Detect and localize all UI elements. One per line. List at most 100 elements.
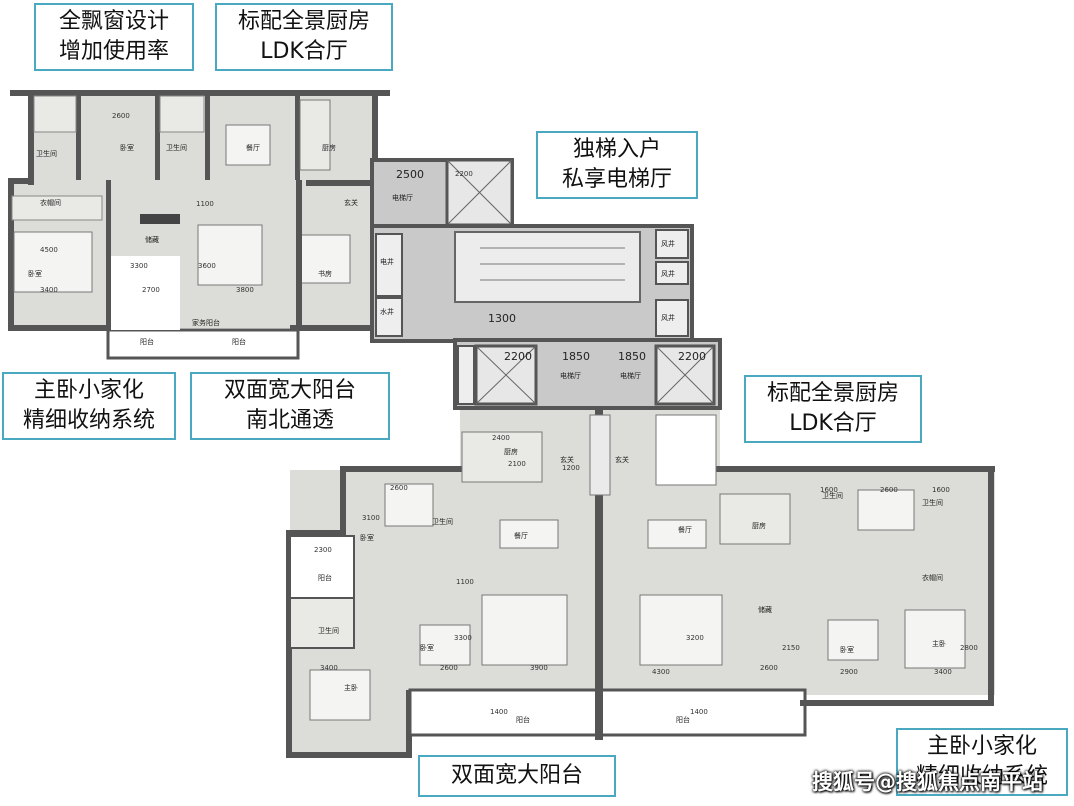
dimension-label: 1400 (490, 708, 508, 716)
room-label: 阳台 (232, 337, 246, 346)
dimension-label: 3800 (236, 286, 254, 294)
dimension-label: 2900 (840, 668, 858, 676)
room-label: 电梯厅 (392, 193, 413, 202)
room-label: 风井 (661, 239, 675, 248)
room-label: 餐厅 (514, 531, 528, 540)
room-label: 卧室 (840, 645, 854, 654)
room-label: 卫生间 (166, 143, 187, 152)
room-label: 主卧 (932, 639, 946, 648)
room-label: 衣帽间 (922, 573, 943, 582)
callout-line: 私享电梯厅 (561, 167, 672, 192)
dimension-label: 2800 (960, 644, 978, 652)
watermark: 搜狐号@搜狐焦点南平站 (812, 770, 1043, 794)
callout-line: 独梯入户 (572, 137, 661, 162)
dimension-label: 1850 (562, 350, 590, 363)
callout-bay-window: 全飘窗设计 增加使用率 (34, 3, 194, 71)
room-labels: 卫生间 卧室 卫生间 餐厅 厨房 衣帽间 储藏 卧室 书房 玄关 电井 水井 电… (28, 143, 946, 724)
room-label: 阳台 (318, 573, 332, 582)
dimension-label: 3100 (362, 514, 380, 522)
dimension-label: 2600 (760, 664, 778, 672)
room-label: 厨房 (322, 143, 336, 152)
room-label: 风井 (661, 313, 675, 322)
room-label: 电井 (380, 257, 394, 266)
dimension-label: 1300 (488, 312, 516, 325)
callout-master-left: 主卧小家化 精细收纳系统 (2, 372, 176, 440)
dimension-label: 2200 (504, 350, 532, 363)
room-label: 卧室 (420, 643, 434, 652)
callout-balcony-bottom: 双面宽大阳台 (418, 755, 616, 797)
dimension-label: 1850 (618, 350, 646, 363)
callout-private-lift: 独梯入户 私享电梯厅 (536, 131, 698, 199)
room-label: 水井 (380, 307, 394, 316)
dimension-label: 3300 (130, 262, 148, 270)
dimension-label: 2600 (440, 664, 458, 672)
room-label: 卫生间 (822, 491, 843, 500)
callout-line: 精细收纳系统 (22, 408, 155, 433)
callout-line: 增加使用率 (58, 39, 169, 64)
dimensions: 2600 2500 2200 1100 4500 3400 3300 2700 … (40, 112, 978, 716)
dimension-label: 1100 (196, 200, 214, 208)
room-label: 阳台 (140, 337, 154, 346)
room-label: 卧室 (360, 533, 374, 542)
room-label: 主卧 (344, 683, 358, 692)
dimension-label: 3200 (686, 634, 704, 642)
room-label: 书房 (318, 269, 332, 278)
dimension-label: 2600 (112, 112, 130, 120)
dimension-label: 2500 (396, 168, 424, 181)
room-label: 储藏 (758, 605, 772, 614)
dimension-label: 2600 (880, 486, 898, 494)
callout-line: 双面宽大阳台 (450, 763, 583, 788)
dimension-label: 4300 (652, 668, 670, 676)
dimension-label: 2600 (390, 484, 408, 492)
room-label: 餐厅 (678, 525, 692, 534)
room-label: 卫生间 (36, 149, 57, 158)
dimension-label: 2150 (782, 644, 800, 652)
dimension-label: 2200 (455, 170, 473, 178)
dimension-label: 3400 (934, 668, 952, 676)
upper-left-unit (8, 90, 390, 360)
room-label: 卫生间 (318, 626, 339, 635)
callout-line: 南北通透 (245, 408, 334, 433)
room-label: 卫生间 (432, 517, 453, 526)
dimension-label: 1200 (562, 464, 580, 472)
callout-line: LDK合厅 (260, 39, 348, 64)
dimension-label: 1600 (820, 486, 838, 494)
room-label: 卧室 (120, 143, 134, 152)
room-label: 玄关 (560, 455, 574, 464)
callout-balcony-left: 双面宽大阳台 南北通透 (190, 372, 390, 440)
core (370, 158, 722, 410)
room-label: 卧室 (28, 269, 42, 278)
callout-line: 标配全景厨房 (237, 9, 370, 34)
room-label: 电梯厅 (620, 371, 641, 380)
dimension-label: 1100 (456, 578, 474, 586)
room-label: 家务阳台 (192, 318, 220, 327)
room-label: 餐厅 (246, 143, 260, 152)
callout-ldk-right: 标配全景厨房 LDK合厅 (744, 375, 922, 443)
callout-line: LDK合厅 (789, 411, 877, 436)
dimension-label: 4500 (40, 246, 58, 254)
room-label: 玄关 (344, 198, 358, 207)
callout-line: 标配全景厨房 (766, 381, 899, 406)
lower-units (286, 410, 995, 758)
dimension-label: 3900 (530, 664, 548, 672)
dimension-label: 3400 (320, 664, 338, 672)
dimension-label: 1400 (690, 708, 708, 716)
dimension-label: 3300 (454, 634, 472, 642)
dimension-label: 3600 (198, 262, 216, 270)
callout-line: 精细收纳系统 (915, 764, 1048, 789)
room-label: 储藏 (145, 235, 159, 244)
dimension-label: 2400 (492, 434, 510, 442)
callout-ldk-top: 标配全景厨房 LDK合厅 (215, 3, 393, 71)
dimension-label: 1600 (932, 486, 950, 494)
room-label: 电梯厅 (560, 371, 581, 380)
room-label: 风井 (661, 269, 675, 278)
callout-line: 主卧小家化 (33, 378, 144, 403)
room-label: 厨房 (504, 447, 518, 456)
room-label: 玄关 (615, 455, 629, 464)
room-label: 卫生间 (922, 498, 943, 507)
room-label: 阳台 (676, 715, 690, 724)
callout-line: 主卧小家化 (926, 734, 1037, 759)
dimension-label: 2300 (314, 546, 332, 554)
dimension-label: 2200 (678, 350, 706, 363)
room-label: 衣帽间 (40, 198, 61, 207)
